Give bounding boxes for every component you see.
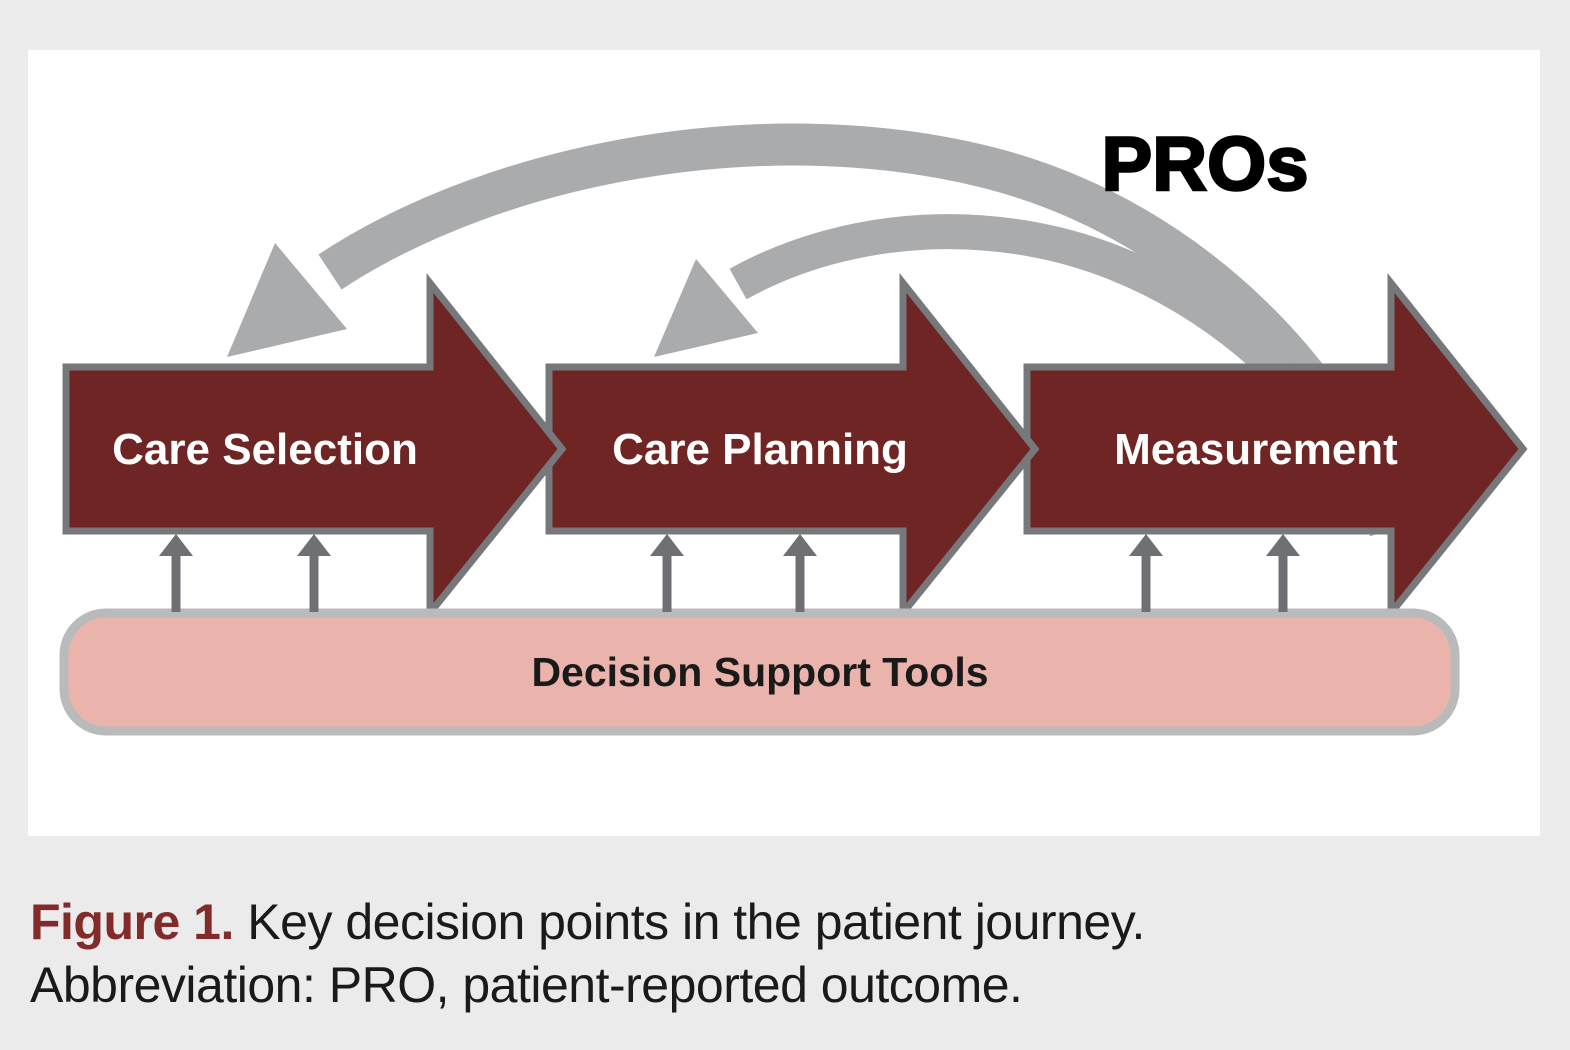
support-arrow bbox=[159, 534, 193, 612]
support-arrow bbox=[297, 534, 331, 612]
pros-label: PROs bbox=[1102, 122, 1309, 207]
measurement-label: Measurement bbox=[1114, 425, 1398, 474]
caption-title: Key decision points in the patient journ… bbox=[247, 894, 1145, 950]
care-planning-arrow bbox=[545, 272, 1040, 623]
figure-number: Figure 1. bbox=[30, 894, 234, 950]
support-arrows bbox=[159, 534, 1300, 612]
care-planning-label: Care Planning bbox=[612, 425, 908, 474]
arc-arrowhead-to-care-selection bbox=[227, 243, 347, 357]
caption-abbreviation: Abbreviation: PRO, patient-reported outc… bbox=[30, 957, 1023, 1013]
arc-arrowhead-to-care-planning bbox=[654, 259, 758, 357]
care-selection-arrow bbox=[62, 272, 567, 623]
decision-support-tools-label: Decision Support Tools bbox=[531, 649, 988, 695]
decision-support-tools-box bbox=[59, 608, 1460, 736]
support-arrow bbox=[1266, 534, 1300, 612]
support-arrow bbox=[783, 534, 817, 612]
figure-caption: Figure 1. Key decision points in the pat… bbox=[30, 891, 1510, 1017]
care-selection-label: Care Selection bbox=[112, 425, 418, 474]
patient-journey-diagram: Care Selection Care Planning Measurement… bbox=[28, 50, 1540, 836]
support-arrow bbox=[650, 534, 684, 612]
caption-line-1: Figure 1. Key decision points in the pat… bbox=[30, 891, 1510, 954]
support-arrow bbox=[1129, 534, 1163, 612]
measurement-arrow bbox=[1023, 272, 1528, 623]
